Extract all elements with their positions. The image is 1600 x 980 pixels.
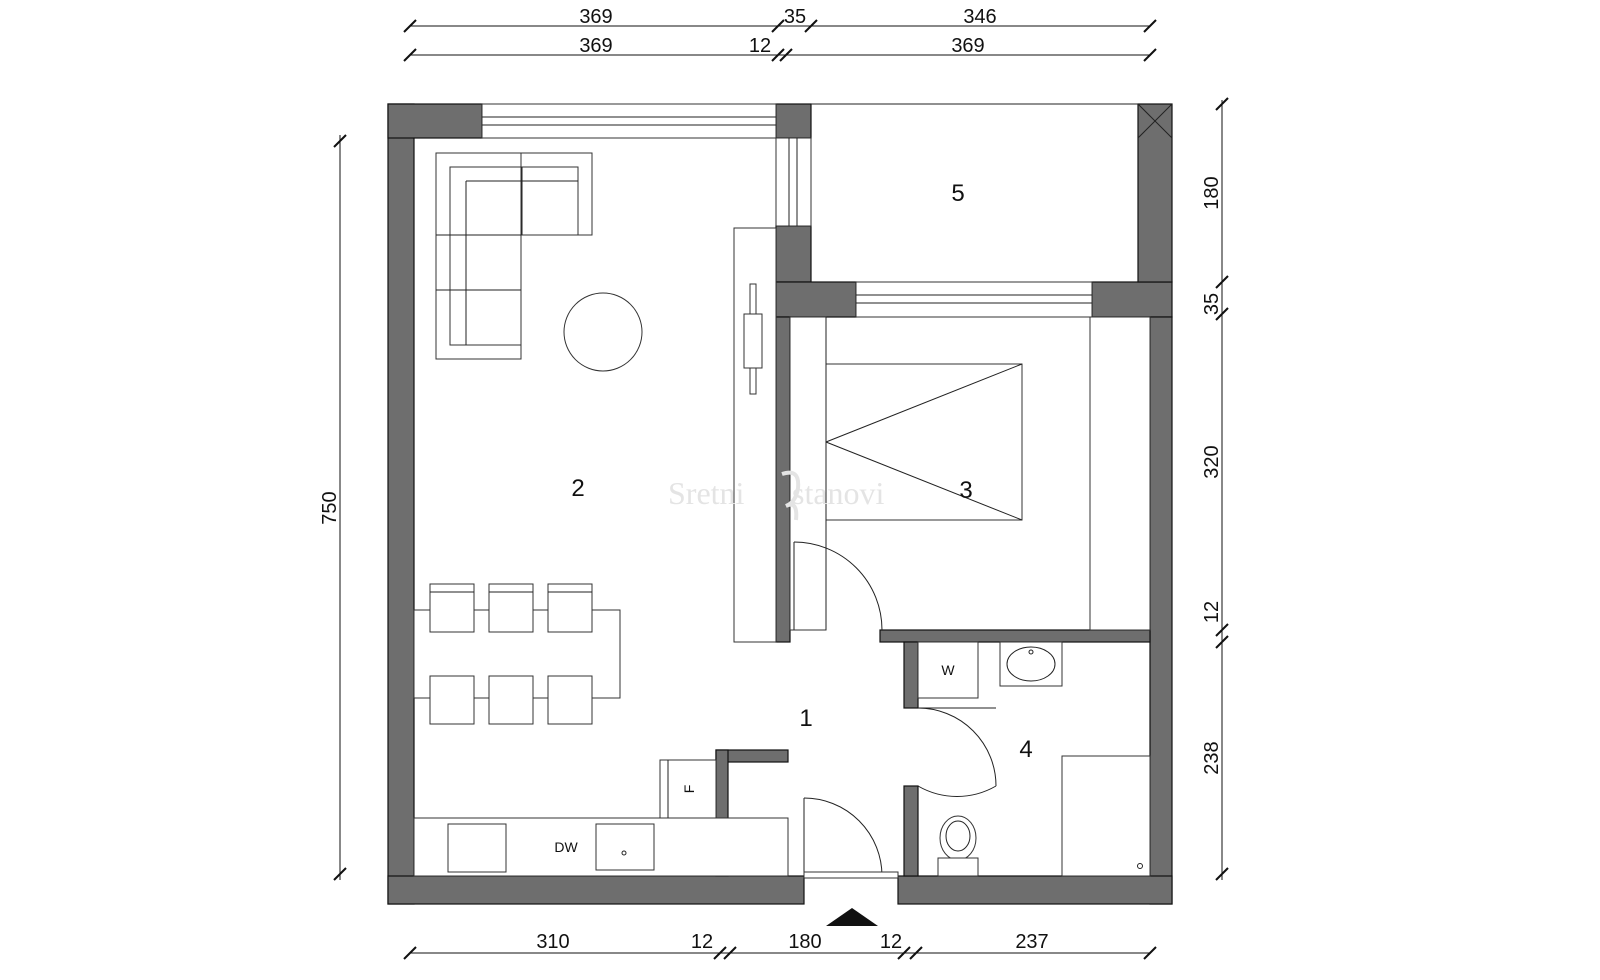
wall-top-left (387, 103, 483, 139)
wall-bedroom-top-left (775, 281, 857, 318)
bathroom-door (917, 707, 997, 797)
wall-bath-left-lower (903, 785, 919, 877)
dimension-bottom: 310 12 180 12 237 (403, 931, 1157, 960)
sink (999, 641, 1063, 687)
wall-balcony-right (1137, 103, 1173, 283)
toilet (937, 815, 979, 877)
room-label-4: 4 (1019, 736, 1032, 763)
dimension-left: 750 (319, 134, 347, 881)
walls (387, 103, 1173, 905)
windows (481, 103, 1173, 318)
fridge-label: F (681, 785, 697, 794)
room-label-1: 1 (799, 705, 812, 732)
dim-top1-a: 369 (579, 6, 612, 28)
watermark-text-2: stanovi (792, 475, 885, 511)
dim-bottom-e: 237 (1015, 931, 1048, 953)
room-label-5: 5 (951, 180, 964, 207)
round-table (563, 292, 643, 372)
wall-bedroom-top-right (1091, 281, 1173, 318)
entrance-door (803, 797, 899, 926)
watermark: Sretni stanovi (668, 470, 885, 521)
dim-right-c: 320 (1201, 445, 1223, 478)
dishwasher-label: DW (554, 839, 578, 855)
bed (789, 316, 1151, 631)
wall-bedroom-bottom (879, 629, 1151, 643)
kitchen: F DW (413, 759, 789, 877)
dimension-top-row1: 369 35 346 (403, 6, 1157, 33)
dim-right-d: 12 (1201, 601, 1223, 623)
dim-top1-c: 346 (963, 6, 996, 28)
window-living (481, 103, 777, 139)
watermark-seahorse-icon (781, 470, 801, 521)
wall-bedroom-left (775, 316, 791, 643)
dim-top2-b: 12 (749, 35, 771, 57)
dim-bottom-d: 12 (880, 931, 902, 953)
dim-right-e: 238 (1201, 741, 1223, 774)
dim-bottom-c: 180 (788, 931, 821, 953)
dimension-right: 180 35 320 12 238 (1201, 97, 1229, 881)
fridge (659, 759, 717, 819)
washer: W (917, 641, 979, 699)
wall-bottom-left (387, 875, 805, 905)
wardrobe (733, 227, 777, 643)
wall-top-mid (775, 103, 812, 139)
sofa (435, 152, 593, 360)
dim-bottom-a: 310 (536, 931, 569, 953)
shower (1061, 755, 1151, 877)
window-side (775, 137, 812, 227)
washer-label: W (941, 662, 955, 678)
dining-table (413, 583, 621, 725)
dimension-top-row2: 369 12 369 (403, 35, 1157, 62)
dim-top2-c: 369 (951, 35, 984, 57)
dim-left: 750 (319, 491, 341, 524)
bedroom-door (793, 541, 883, 631)
wall-left (387, 103, 415, 905)
wall-bath-left-upper (903, 641, 919, 709)
room-label-3: 3 (959, 477, 972, 504)
dim-right-b: 35 (1201, 293, 1223, 315)
wall-right (1149, 316, 1173, 905)
window-bedroom (855, 281, 1093, 318)
dim-top1-b: 35 (784, 6, 806, 28)
dim-bottom-b: 12 (691, 931, 713, 953)
wall-bottom-right (897, 875, 1173, 905)
entrance-arrow (826, 908, 878, 926)
room-label-2: 2 (571, 475, 584, 502)
watermark-text-1: Sretni (668, 475, 745, 511)
dim-top2-a: 369 (579, 35, 612, 57)
wall-column (775, 225, 812, 283)
dim-right-a: 180 (1201, 176, 1223, 209)
